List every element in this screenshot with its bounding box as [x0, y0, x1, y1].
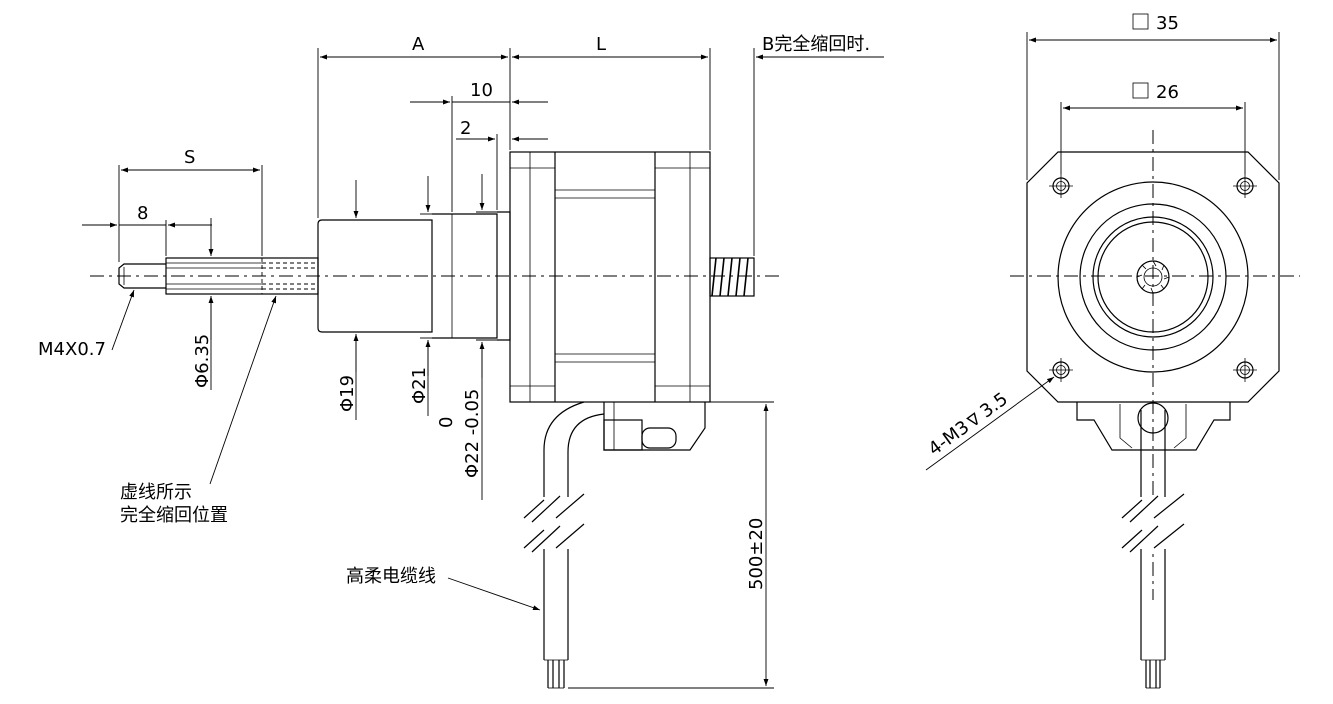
shaft-thread-tip	[118, 263, 166, 289]
flexible-cable	[523, 401, 605, 689]
mounting-hole-tl	[1049, 174, 1073, 198]
motor-face-square	[1026, 151, 1280, 403]
lead-screw-shaft	[165, 257, 319, 295]
label-inner-square: 26	[1156, 82, 1179, 103]
label-dia-22-lower: Φ22 -0.05	[462, 389, 483, 478]
label-mounting-holes-group: 4-M3 ∇ 3.5	[925, 389, 1012, 460]
dimension-lines-diameters	[353, 174, 497, 500]
mounting-hole-bl	[1049, 358, 1073, 382]
bushing-phi19	[317, 219, 433, 333]
front-cable	[1121, 410, 1185, 689]
dimension-lines-cable	[447, 401, 774, 689]
motor-body	[509, 151, 711, 403]
label-dia-22-upper: 0	[436, 417, 457, 428]
dimension-lines-shaft	[82, 165, 277, 485]
front-connector	[1076, 402, 1231, 451]
label-hole-depth: 3.5	[976, 389, 1012, 423]
label-cable-length: 500±20	[746, 518, 767, 590]
rear-screw-stub	[709, 257, 755, 297]
label-cable: 高柔电缆线	[346, 566, 436, 587]
label-dim-10: 10	[470, 80, 493, 101]
shaft-spline	[1136, 260, 1170, 294]
label-dim-b: B完全缩回时.	[762, 34, 870, 55]
mounting-hole-tr	[1233, 174, 1257, 198]
label-dia-21: Φ21	[409, 367, 430, 404]
mounting-hole-br	[1233, 358, 1257, 382]
dimension-lines-top	[317, 48, 884, 256]
label-dim-a: A	[412, 34, 425, 55]
label-dia-635: Φ6.35	[192, 334, 213, 388]
front-view: 35 26 4-M3 ∇ 3.5	[925, 13, 1300, 689]
square-symbol-35	[1132, 13, 1149, 30]
label-retract-note-2: 完全缩回位置	[120, 505, 228, 526]
front-dimension-lines	[925, 32, 1280, 471]
label-dim-s: S	[184, 147, 195, 168]
cable-connector	[603, 402, 706, 451]
side-view: A L B完全缩回时. 10 2 S 8 M4X0.7 Φ6.35 Φ19 Φ2…	[38, 34, 884, 689]
label-dim-8: 8	[137, 203, 148, 224]
retracted-position-outline	[261, 258, 318, 294]
label-dim-2: 2	[460, 118, 471, 139]
label-dim-l: L	[596, 34, 606, 55]
label-thread-m4: M4X0.7	[38, 339, 106, 360]
square-symbol-26	[1132, 82, 1149, 99]
label-retract-note-1: 虚线所示	[120, 482, 192, 503]
motor-face-circles	[1057, 181, 1249, 373]
label-dia-19: Φ19	[337, 375, 358, 412]
label-outer-square: 35	[1156, 13, 1179, 34]
